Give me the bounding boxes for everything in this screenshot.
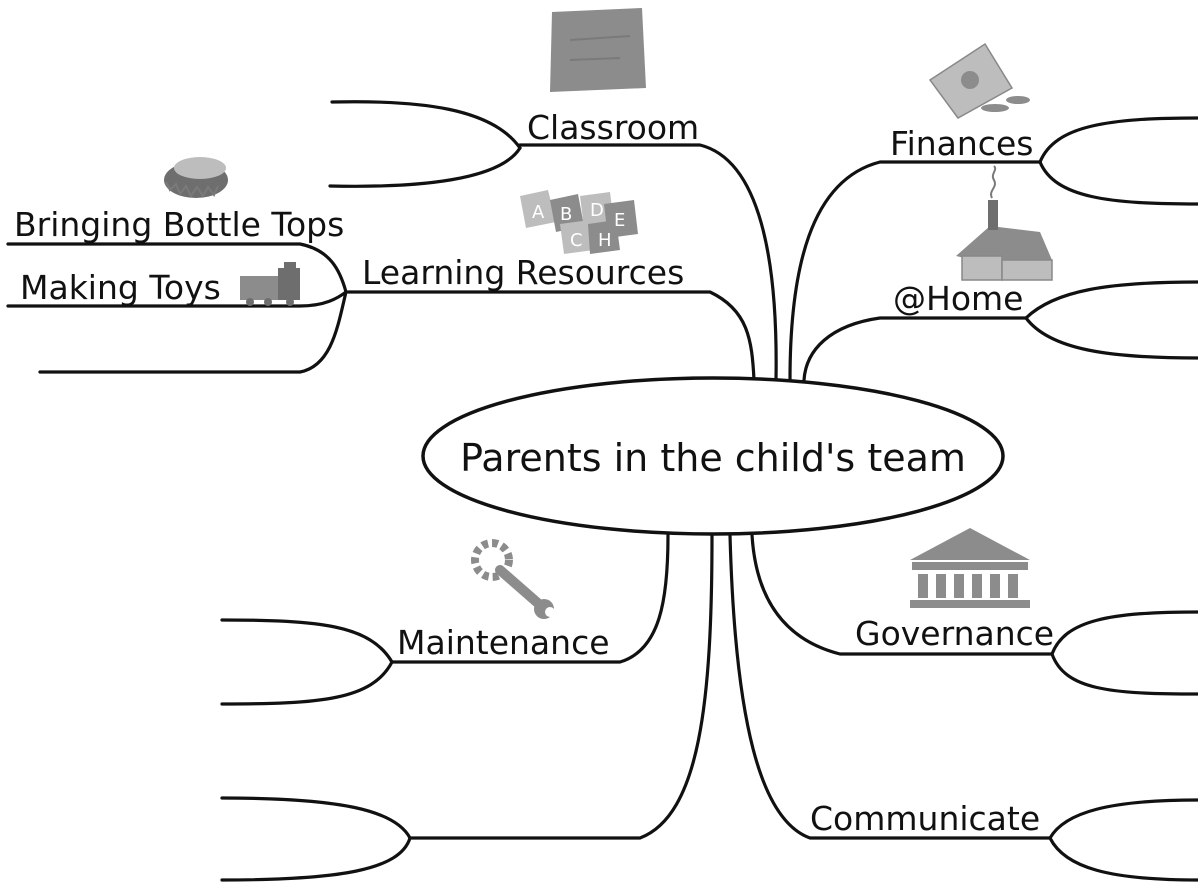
branch-line-learning-resources [346,290,756,382]
branch-label-classroom[interactable]: Classroom [527,108,699,147]
branch-line-finances [1038,116,1198,164]
block-letter: B [560,204,572,225]
branch-line-empty-left [38,290,348,374]
block-letter: E [614,210,625,231]
branch-line-classroom [518,143,778,382]
branch-label-governance[interactable]: Governance [855,614,1054,653]
branch-line-maintenance [390,533,670,664]
government-building-icon [910,528,1030,608]
branch-line-communicate [728,533,1052,840]
chalkboard-icon [550,8,646,92]
house-icon [956,165,1053,281]
branch-line-governance [750,533,1054,656]
branch-line-home [802,316,1028,382]
branch-label-making-toys[interactable]: Making Toys [20,268,221,307]
money-icon [928,42,1030,119]
branch-line-home [1024,280,1198,320]
branch-line-home [1024,316,1198,360]
branch-line-empty-bottom [220,796,412,840]
block-letter: A [532,202,545,223]
branch-line-maintenance [220,618,394,664]
branch-line-empty-bottom [220,836,412,882]
branch-line-bringing-bottle-tops [6,242,348,294]
block-letter: C [570,230,583,251]
branch-label-bringing-bottle-tops[interactable]: Bringing Bottle Tops [14,205,344,244]
branch-label-communicate[interactable]: Communicate [810,799,1040,838]
alphabet-blocks-icon: A B D E C H [520,190,638,254]
branch-lines [6,100,1198,882]
branch-line-maintenance [220,660,394,706]
block-letter: D [590,200,604,221]
block-letter: H [598,230,612,251]
branch-line-communicate [1048,836,1198,882]
branch-line-classroom [328,146,522,188]
branch-line-empty-bottom [408,533,714,840]
branch-line-finances [788,160,1042,382]
branch-label-home[interactable]: @Home [893,279,1023,318]
toy-train-icon [240,262,300,306]
wrench-gear-icon [471,539,555,619]
branch-label-finances[interactable]: Finances [890,124,1033,163]
branch-line-classroom [330,100,522,150]
branch-label-learning-resources[interactable]: Learning Resources [362,253,684,292]
branch-line-governance [1050,652,1198,696]
branch-line-making-toys [6,290,348,308]
central-topic-label: Parents in the child's team [460,436,966,480]
branch-line-finances [1038,160,1198,206]
branch-label-maintenance[interactable]: Maintenance [397,623,610,662]
central-node[interactable]: Parents in the child's team [421,376,1005,536]
bottle-cap-icon [164,157,228,198]
branch-line-governance [1050,610,1198,656]
branch-line-communicate [1048,798,1198,840]
